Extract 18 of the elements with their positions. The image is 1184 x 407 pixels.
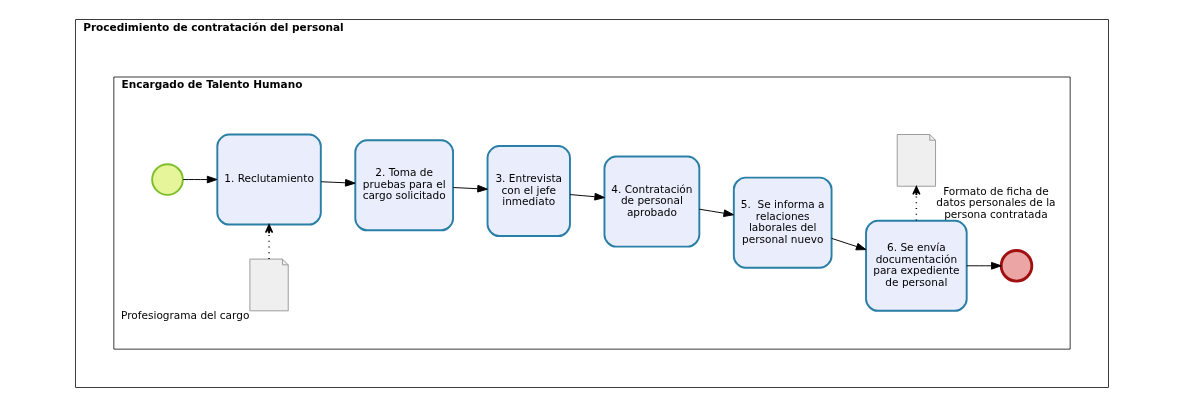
- arrow: [831, 237, 867, 251]
- node-box: 6. Se envía documentación para expediente de personal: [865, 219, 968, 312]
- node-circle: [151, 163, 184, 196]
- arrow: [569, 192, 605, 201]
- arrow: [698, 208, 734, 217]
- node-label: Profesiograma del cargo: [121, 309, 250, 322]
- arrow: [182, 175, 218, 184]
- node-box: 5. Se informa a relaciones laborales del personal nuevo: [732, 176, 833, 269]
- arrow: [264, 224, 274, 260]
- node-box: 2. Toma de pruebas para el cargo solicitado: [354, 139, 454, 232]
- arrow: [966, 261, 1002, 270]
- arrow: [452, 184, 488, 193]
- arrow: [320, 178, 356, 187]
- node-box: 1. Reclutamiento: [216, 133, 322, 226]
- node-box: 4. Contratación de personal aprobado: [603, 155, 701, 248]
- node-circle: [999, 249, 1034, 283]
- node-box: 3. Entrevista con el jefe inmediato: [486, 145, 571, 238]
- node-label: Formato de ficha de datos personales de la persona contratada: [936, 184, 1056, 220]
